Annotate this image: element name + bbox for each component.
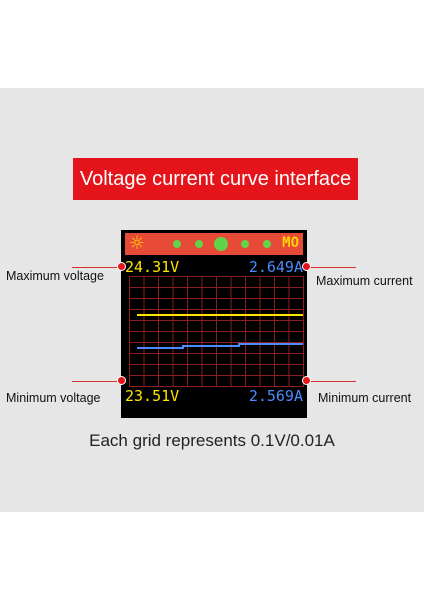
- pin-marker-icon: [302, 376, 311, 385]
- label-maximum-current: Maximum current: [316, 274, 413, 288]
- pin-marker-icon: [117, 376, 126, 385]
- meter-screen: ☼ MO 24.31V 2.649A 23.51V 2.569A: [121, 230, 307, 418]
- current-trace: [137, 343, 303, 349]
- min-voltage-readout: 23.51V: [125, 387, 180, 405]
- pin-marker-icon: [302, 262, 311, 271]
- label-maximum-voltage: Maximum voltage: [6, 269, 104, 283]
- status-bar: ☼ MO: [125, 233, 303, 255]
- connector-line: [72, 381, 122, 382]
- connector-line: [306, 267, 356, 268]
- grid-scale-caption: Each grid represents 0.1V/0.01A: [89, 431, 335, 450]
- pin-marker-icon: [117, 262, 126, 271]
- min-current-readout: 2.569A: [248, 387, 303, 405]
- label-minimum-current: Minimum current: [318, 391, 412, 405]
- curve-traces: [137, 314, 303, 349]
- connector-line: [72, 267, 122, 268]
- connector-line: [306, 381, 356, 382]
- status-dot-large-icon: [214, 237, 228, 251]
- mode-indicator: MO: [282, 235, 299, 251]
- status-dot-icon: [195, 240, 203, 248]
- max-current-readout: 2.649A: [248, 258, 303, 276]
- max-voltage-readout: 24.31V: [125, 258, 180, 276]
- label-minimum-voltage: Minimum voltage: [6, 391, 101, 405]
- curve-grid: [129, 276, 304, 387]
- status-dot-icon: [173, 240, 181, 248]
- interface-title-banner: Voltage current curve interface: [73, 158, 358, 200]
- status-dot-icon: [263, 240, 271, 248]
- status-dot-icon: [241, 240, 249, 248]
- sun-icon: ☼: [128, 233, 146, 254]
